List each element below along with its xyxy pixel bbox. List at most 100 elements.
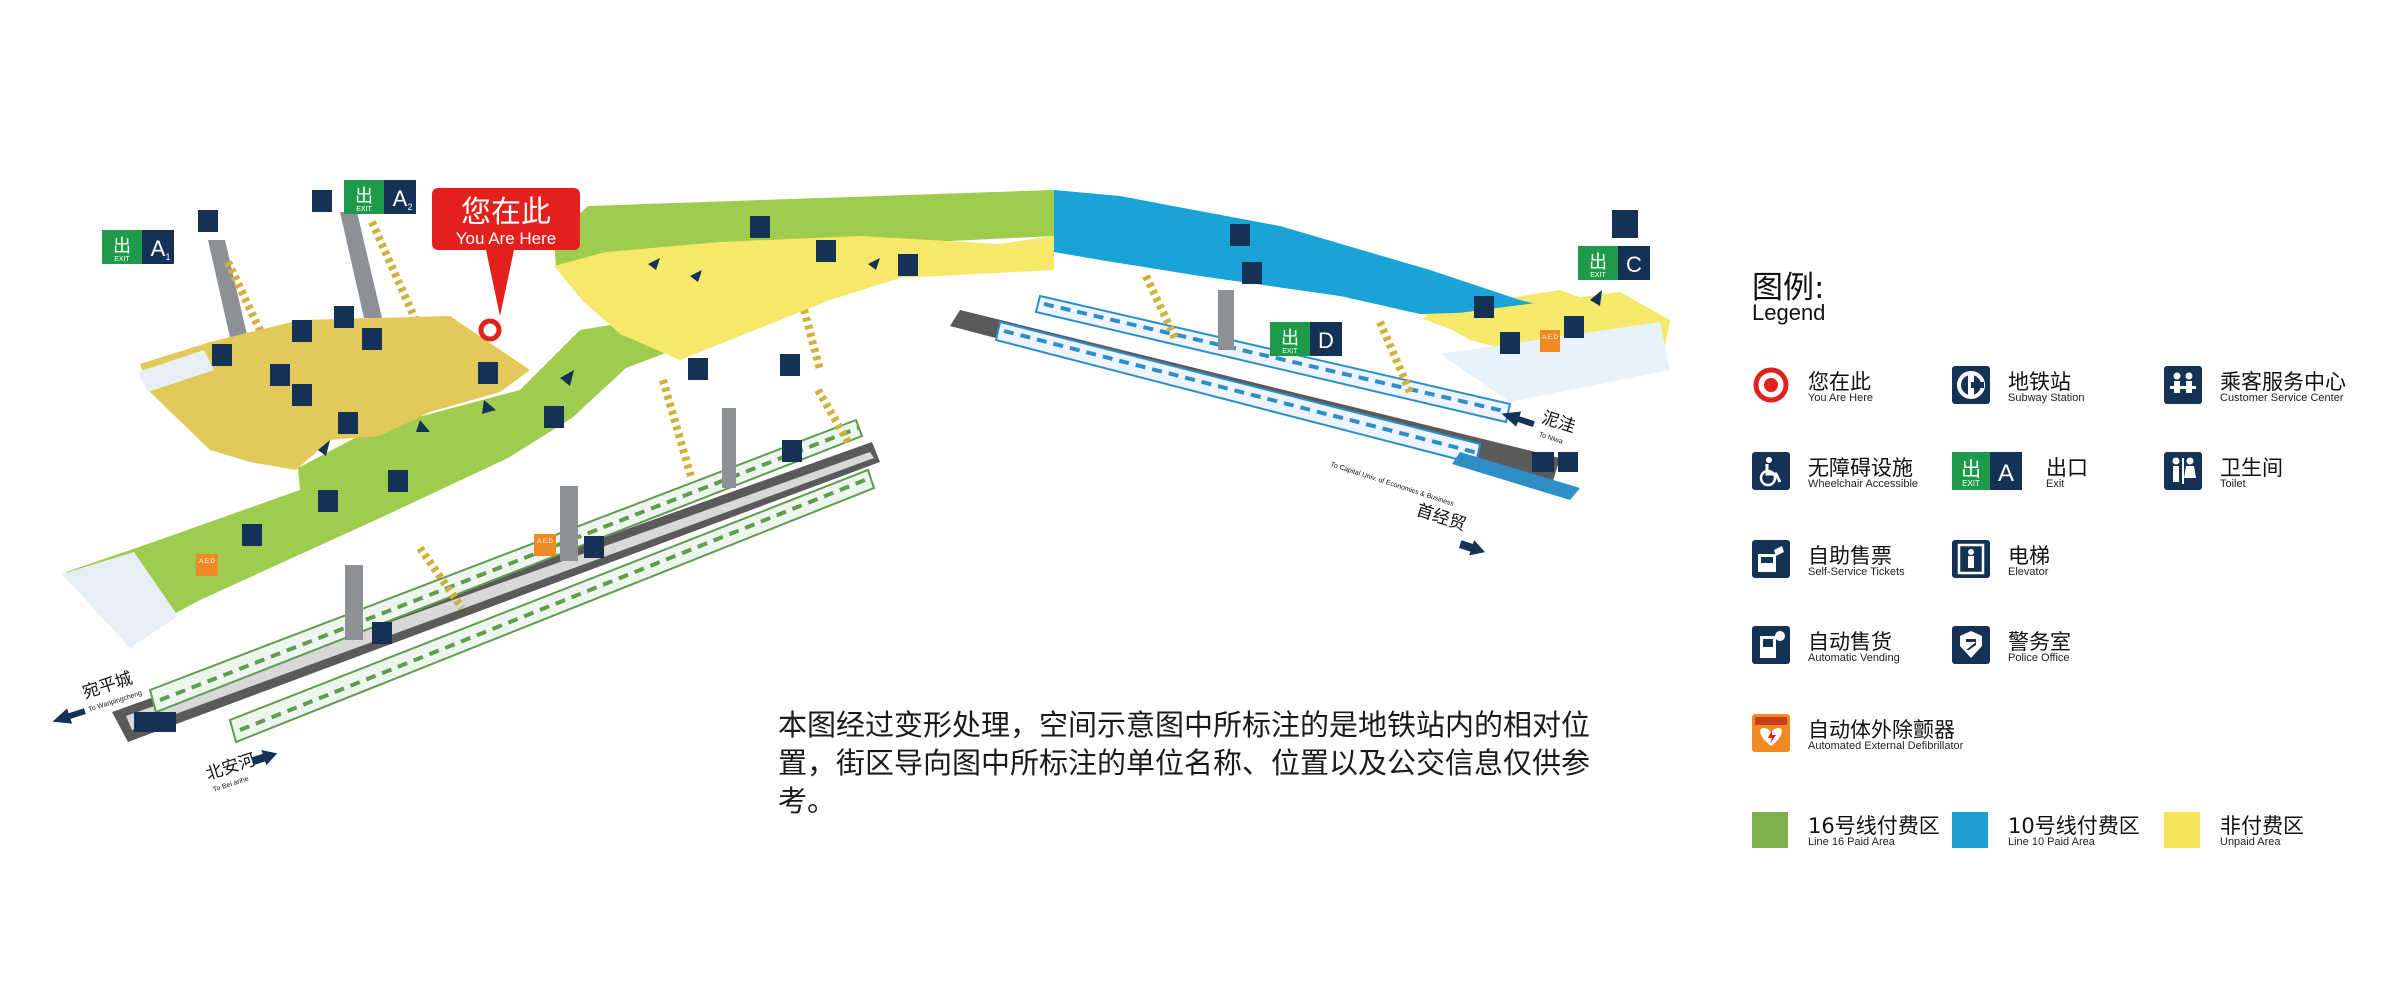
unpaid-area-center: [554, 236, 1054, 360]
elevator-icon: [372, 622, 392, 644]
unpaid-area-west: [140, 316, 530, 470]
svg-text:A.E.D: A.E.D: [537, 539, 553, 545]
facility-icons: [134, 190, 1638, 732]
east-end-white: [1440, 322, 1670, 402]
aed-icon: [1540, 330, 1560, 352]
legend-title: 图例:: [1752, 270, 1825, 306]
svg-text:EXIT: EXIT: [1962, 479, 1980, 488]
svg-text:A.E.D: A.E.D: [1542, 335, 1558, 341]
svg-text:C: C: [1626, 252, 1642, 277]
aed-icon: [1752, 714, 1790, 752]
customer-service-icon: [338, 412, 358, 434]
you-are-here-marker: 您在此 You Are Here: [432, 188, 580, 342]
svg-text:A.E.D: A.E.D: [199, 559, 215, 565]
line16-platform-floor: [126, 452, 874, 730]
svg-text:EXIT: EXIT: [1590, 272, 1606, 279]
elevator-icon: [584, 536, 604, 558]
svg-text:EXIT: EXIT: [356, 206, 372, 213]
wheelchair-icon: [1752, 452, 1790, 490]
customer-service-icon: [1474, 296, 1494, 318]
elevator-icon: [212, 344, 232, 366]
elevator-icon: [1612, 210, 1638, 238]
arrow-right-icon: [251, 750, 278, 766]
legend-panel: 图例: Legend 您在此 You Are Here 地铁站 Subway S…: [1752, 262, 2392, 862]
svg-text:EXIT: EXIT: [114, 256, 130, 263]
line16-train-lower: [228, 468, 876, 744]
arrow-icon: [1590, 290, 1602, 306]
arrow-icon: [416, 420, 430, 432]
arrow-left-icon: [52, 708, 86, 724]
stairs: [224, 220, 1414, 611]
line10-paid-floor: [1054, 190, 1560, 314]
ticket-machine-icon: [388, 470, 408, 492]
svg-text:出: 出: [113, 236, 131, 256]
line16-train-upper: [148, 418, 864, 714]
destination-beianhe: 北安河 To Bei anhe: [203, 750, 278, 794]
aed-icon: [196, 554, 218, 576]
customer-service-icon: [898, 254, 918, 276]
exit-a2-badge: 出 EXIT A 2: [344, 180, 416, 214]
svg-text:出: 出: [1281, 328, 1299, 348]
you-are-here-cn: 您在此: [461, 195, 551, 230]
customer-service-icon: [478, 362, 498, 384]
arrow-icon: [648, 258, 660, 270]
svg-text:To Capital Univ. of Economics: To Capital Univ. of Economics & Business: [1329, 461, 1455, 508]
police-icon: [292, 384, 312, 406]
customer-service-icon: [1242, 262, 1262, 284]
elevator-icon: [782, 440, 802, 462]
unpaid-swatch: [2164, 812, 2200, 848]
svg-text:1: 1: [165, 252, 170, 262]
elevator-icon: [334, 306, 354, 328]
arrow-icon: [318, 440, 330, 456]
ticket-machine-icon: [1752, 540, 1790, 578]
arrow-icon: [690, 270, 702, 282]
ticket-machine-icon: [270, 364, 290, 386]
customer-service-icon: [2164, 366, 2202, 404]
line16-platform: [112, 418, 880, 744]
exit-icon: 出 EXIT A: [1952, 452, 2022, 490]
exit-d-badge: 出 EXIT D: [1270, 322, 1342, 356]
exit-c-badge: 出 EXIT C: [1578, 246, 1650, 280]
ticket-machine-icon: [242, 524, 262, 546]
wheelchair-icon: [1558, 452, 1578, 472]
aed-icon: [534, 534, 556, 556]
svg-text:北安河: 北安河: [203, 750, 258, 785]
subway-logo-icon: [1952, 366, 1990, 404]
elevator-icon: [318, 490, 338, 512]
exit-a1-badge: 出 EXIT A 1: [102, 230, 174, 264]
police-icon: [1952, 626, 1990, 664]
destination-niwa: 泥洼 To Niwa: [1501, 408, 1578, 446]
line10-platform: [950, 294, 1580, 500]
platform-edge-west: [138, 350, 214, 392]
ticket-machine-icon: [1564, 316, 1584, 338]
arrow-right-icon: [1459, 540, 1485, 556]
svg-text:出: 出: [355, 186, 373, 206]
arrow-icon: [868, 258, 880, 270]
svg-text:出: 出: [1961, 458, 1981, 481]
line10-swatch: [1952, 812, 1988, 848]
svg-text:2: 2: [407, 202, 412, 212]
target-icon: [1752, 366, 1790, 404]
toilet-icon: [2164, 452, 2202, 490]
wheelchair-icon: [156, 712, 176, 732]
elevator-icon: [312, 190, 332, 212]
toilet-icon: [134, 712, 156, 732]
elevator-icon: [780, 354, 800, 376]
svg-text:A: A: [393, 186, 408, 211]
elevator-icon: [198, 210, 218, 232]
svg-text:出: 出: [1589, 252, 1607, 272]
aed-icons: A.E.D A.E.D A.E.D: [196, 330, 1560, 576]
ticket-machine-icon: [688, 358, 708, 380]
arrow-left-icon: [1501, 411, 1535, 427]
svg-text:首经贸: 首经贸: [1414, 500, 1469, 535]
station-diagram: 您在此 You Are Here 出 EXIT A 1 出 EXIT A 2 出…: [52, 180, 1670, 794]
ticket-machine-icon: [1500, 332, 1520, 354]
elevator-icon: [544, 406, 564, 428]
elevator-icon: [750, 216, 770, 238]
elevator-icon: [1952, 540, 1990, 578]
arrow-icon: [560, 370, 574, 386]
ticket-machine-icon: [362, 328, 382, 350]
line10-train-upper: [1034, 294, 1512, 424]
disclaimer-text: 本图经过变形处理，空间示意图中所标注的是地铁站内的相对位置，街区导向图中所标注的…: [778, 708, 1591, 818]
destination-shoujingmao: To Capital Univ. of Economics & Business…: [1329, 461, 1485, 556]
